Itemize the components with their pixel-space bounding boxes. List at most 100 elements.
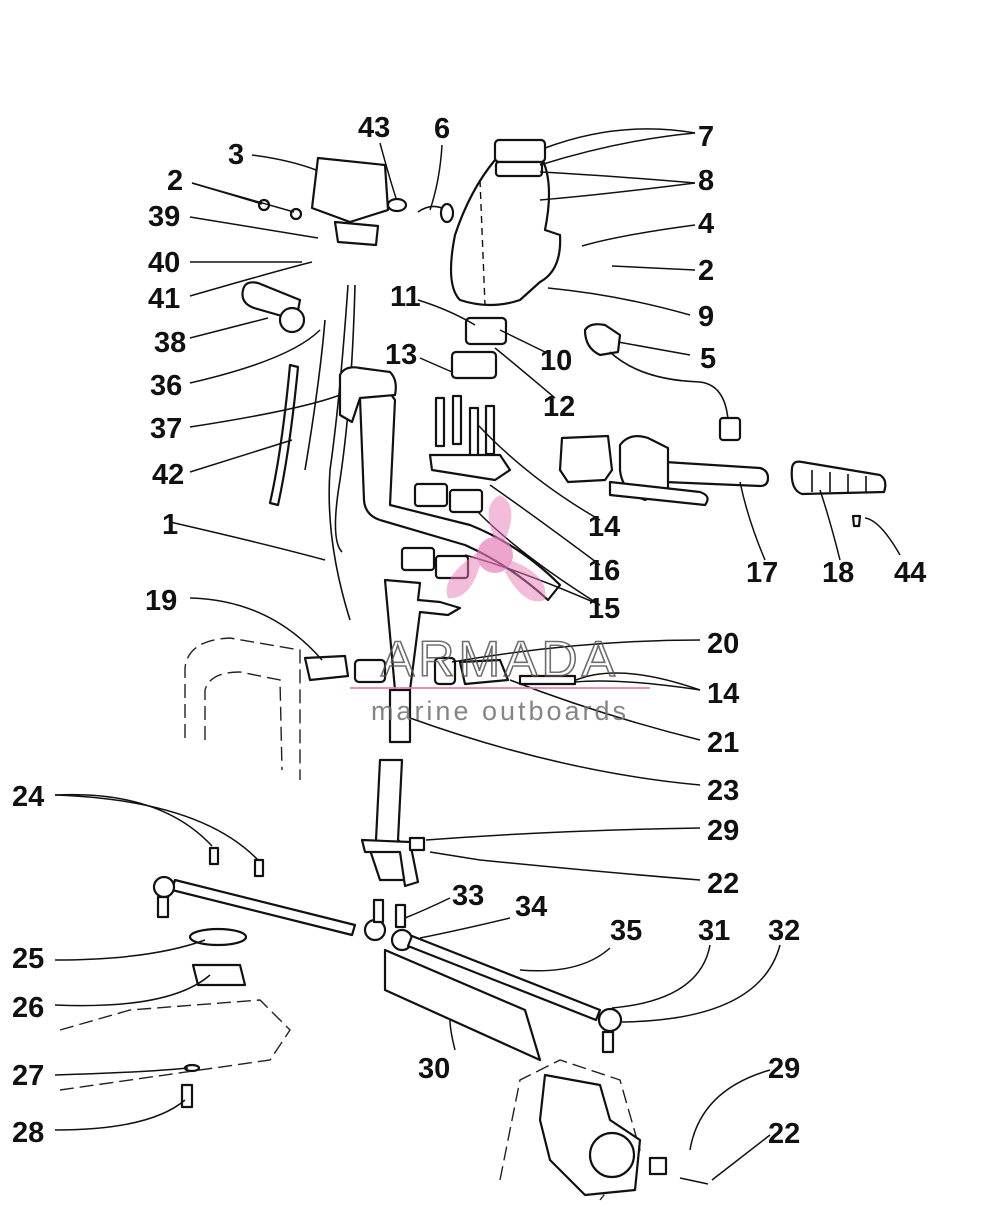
callout-label: 26 <box>12 992 44 1024</box>
brake-cable <box>334 284 356 553</box>
speedometer <box>310 156 390 224</box>
brake-lever <box>608 480 709 507</box>
callout-label: 4 <box>698 208 714 240</box>
callout-label: 2 <box>167 165 183 197</box>
callout-label: 22 <box>707 868 739 900</box>
switch-connector <box>718 416 742 442</box>
nut <box>386 197 408 213</box>
steering-post-upper <box>388 688 412 744</box>
screw <box>289 207 303 221</box>
tie-rod-end-stud <box>156 895 170 919</box>
logo-propeller-blade <box>505 560 546 602</box>
master-cylinder <box>558 434 614 484</box>
callout-label: 37 <box>150 413 182 445</box>
bolt <box>208 846 220 866</box>
knuckle-hub <box>588 1131 636 1179</box>
callouts: 1 2 3 43 6 7 8 4 2 9 39 40 41 38 36 37 4… <box>12 112 926 1150</box>
callout-label: 30 <box>418 1053 450 1085</box>
callout-label: 29 <box>707 815 739 847</box>
callout-label: 27 <box>12 1060 44 1092</box>
callout-label: 12 <box>543 391 575 423</box>
callout-label: 31 <box>698 915 730 947</box>
housing-top-ring <box>493 138 547 164</box>
switch-wire <box>609 351 729 421</box>
clamp-block <box>413 482 449 508</box>
callout-label: 38 <box>154 327 186 359</box>
bearing <box>191 963 247 987</box>
callout-label: 14 <box>588 511 620 543</box>
callout-label: 33 <box>452 880 484 912</box>
callout-label: 19 <box>145 585 177 617</box>
callout-label: 18 <box>822 557 854 589</box>
upper-clamp <box>464 316 508 346</box>
throttle-cable <box>328 284 351 621</box>
bushing-clamp-left <box>303 654 350 682</box>
cable-37 <box>304 319 326 471</box>
callout-label: 29 <box>768 1053 800 1085</box>
left-control-housing <box>338 366 397 424</box>
handlebar-bolts <box>434 394 496 458</box>
callout-label: 8 <box>698 165 714 197</box>
callout-label: 39 <box>148 201 180 233</box>
grip-end-cap <box>278 306 306 334</box>
right-tie-rod <box>406 934 602 1022</box>
castle-nut <box>408 836 426 852</box>
callout-label: 35 <box>610 915 642 947</box>
watermark-title: ARMADA <box>381 631 619 687</box>
skid-plate <box>383 948 542 1062</box>
tie-rod-end-right <box>597 1007 623 1033</box>
watermark-logo: ARMADA marine outboards <box>350 495 650 726</box>
castle-nut-lower <box>648 1156 668 1176</box>
right-grip <box>790 460 887 496</box>
grommet <box>439 202 455 224</box>
callout-label: 5 <box>700 343 716 375</box>
callout-label: 43 <box>358 112 390 144</box>
steering-knuckle <box>538 1073 642 1197</box>
callout-label: 28 <box>12 1117 44 1149</box>
clamp-bolt <box>518 674 577 686</box>
callout-label: 9 <box>698 301 714 333</box>
mount-plate <box>428 453 512 482</box>
tie-rod-end-left <box>152 875 176 899</box>
grip-screw <box>851 514 862 528</box>
callout-label: 15 <box>588 593 620 625</box>
bushing <box>433 656 457 686</box>
switch-assembly <box>583 323 622 357</box>
callout-label: 32 <box>768 915 800 947</box>
callout-label: 41 <box>148 283 180 315</box>
callout-label: 10 <box>540 345 572 377</box>
bolt <box>253 858 265 878</box>
callout-label: 40 <box>148 247 180 279</box>
bushing <box>353 658 387 684</box>
bolt <box>372 898 385 924</box>
callout-label: 36 <box>150 370 182 402</box>
callout-label: 17 <box>746 557 778 589</box>
bushing-clamp-right <box>458 658 510 686</box>
handlebar-right-end <box>663 460 770 488</box>
callout-label: 42 <box>152 459 184 491</box>
logo-propeller-blade <box>446 552 480 599</box>
housing-seal <box>494 160 544 178</box>
callout-label: 25 <box>12 943 44 975</box>
logo-propeller-hub <box>477 537 513 573</box>
tie-rod-end-stud-right <box>601 1030 615 1054</box>
callout-label: 34 <box>515 891 547 923</box>
callout-label: 11 <box>390 281 421 313</box>
callout-label: 3 <box>228 139 244 171</box>
bolt <box>394 903 407 929</box>
watermark-subtitle: marine outboards <box>371 696 629 726</box>
callout-label: 6 <box>434 113 450 145</box>
callout-label: 2 <box>698 255 714 287</box>
leader-lines <box>54 128 901 1181</box>
left-tie-rod <box>170 878 357 937</box>
clamp-block <box>448 488 484 514</box>
speedometer-bracket <box>333 220 380 247</box>
callout-label: 7 <box>698 121 714 153</box>
lower-clamp <box>450 350 498 380</box>
callout-label: 24 <box>12 781 44 813</box>
clamp-block <box>400 546 436 572</box>
headlight-housing <box>449 153 562 307</box>
callout-label: 13 <box>385 339 417 371</box>
logo-propeller-blade <box>488 495 512 540</box>
